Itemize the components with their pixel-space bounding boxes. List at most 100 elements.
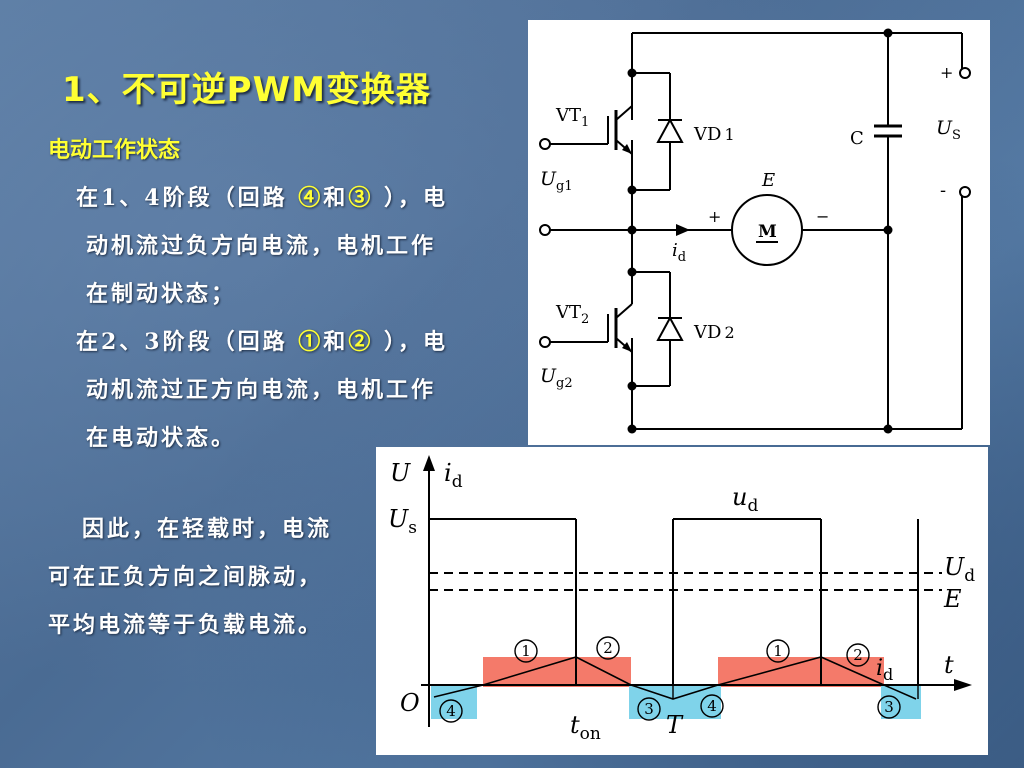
ud-main: U — [944, 553, 965, 581]
region-negative — [881, 684, 921, 719]
ug1-sub: g1 — [556, 179, 573, 194]
vd2-triangle — [656, 315, 684, 341]
ton-main: t — [570, 711, 580, 739]
motor-label: M — [758, 222, 777, 242]
ud-sub: d — [964, 566, 975, 586]
circle-4-text: 4 — [446, 702, 456, 720]
junction-dot — [627, 68, 637, 78]
text-segment: 和 — [323, 329, 349, 355]
ud-sub: d — [747, 496, 758, 516]
ug1-main: U — [540, 168, 557, 190]
circle-3-text: 3 — [644, 700, 654, 718]
circle-2-text: 2 — [853, 646, 863, 664]
us-sub: s — [408, 518, 417, 538]
id-label: id — [672, 240, 686, 265]
id-sub: d — [883, 665, 893, 684]
terminal-minus — [959, 186, 971, 198]
paragraph-line: 在电动状态。 — [86, 425, 237, 451]
vd2-sub: 2 — [724, 323, 734, 342]
paragraph-line: 动机流过正方向电流，电机工作 — [86, 377, 437, 403]
text-segment: 和 — [323, 185, 349, 211]
loop-ref-4: ④ — [298, 185, 324, 211]
us-main: U — [388, 505, 409, 533]
circle-3-text: 3 — [884, 698, 894, 716]
text-segment: 在2、3阶段（回路 — [76, 329, 299, 355]
paragraph-line: 平均电流等于负载电流。 — [48, 612, 324, 638]
period-label: T — [666, 711, 684, 739]
region-positive — [483, 657, 631, 687]
us-level-label: Us — [388, 505, 417, 538]
circle-1 — [766, 639, 790, 663]
junction-dot — [627, 185, 637, 195]
gate1-terminal — [539, 138, 551, 150]
junction-dot — [883, 225, 893, 235]
circle-1-text: 1 — [521, 642, 531, 660]
paragraph-line: 在1、4阶段（回路 ④和③ ），电 — [76, 174, 448, 222]
vt2-arrow — [622, 342, 632, 352]
loop-ref-3: ③ — [348, 185, 374, 211]
circle-2 — [846, 643, 870, 667]
vt1-main: VT — [555, 105, 581, 126]
waveform-diagram: 1 2 1 2 4 3 4 3 U id Us ud Ud E t O ton … — [376, 447, 988, 755]
text-segment: ），电 — [373, 329, 448, 355]
section-heading: 电动工作状态 — [48, 138, 181, 163]
slide-title: 1、不可逆PWM变换器 — [62, 70, 431, 110]
vd1-triangle — [656, 117, 684, 143]
ug1-label: Ug1 — [540, 168, 573, 194]
junction-dot — [883, 424, 893, 434]
ton-sub: on — [580, 724, 601, 744]
paragraph-line: 动机流过负方向电流，电机工作 — [86, 233, 437, 259]
circle-4 — [700, 694, 724, 718]
junction-dot — [627, 267, 637, 277]
y-axis-label-id: id — [444, 459, 463, 492]
ud-wave-label: ud — [732, 483, 758, 516]
circle-2 — [596, 636, 620, 660]
circle-4 — [439, 699, 463, 723]
vt1-label: VT1 — [555, 105, 589, 130]
circle-4-text: 4 — [707, 697, 717, 715]
t-axis-label: t — [944, 651, 954, 679]
text-segment: ），电 — [373, 185, 448, 211]
us-sub: S — [952, 128, 961, 143]
t-axis-arrow — [954, 679, 972, 691]
id-main: i — [876, 656, 883, 681]
ug2-main: U — [540, 365, 557, 387]
terminal-plus — [959, 67, 971, 79]
vt2-label: VT2 — [555, 302, 589, 327]
motor-minus-label: − — [816, 207, 829, 226]
paragraph-motoring: 在2、3阶段（回路 ①和② ），电 动机流过正方向电流，电机工作 在电动状态。 — [76, 318, 448, 462]
emf-label: E — [761, 170, 775, 191]
circle-2-text: 2 — [603, 639, 613, 657]
paragraph-line: 在2、3阶段（回路 ①和② ），电 — [76, 318, 448, 366]
circle-1 — [514, 639, 538, 663]
origin-label: O — [400, 689, 420, 717]
junction-dot — [883, 28, 893, 38]
vd1-main: VD — [693, 124, 721, 145]
us-main: U — [936, 117, 953, 139]
vt1-sub: 1 — [581, 115, 589, 130]
y-axis-label-u: U — [390, 459, 411, 487]
id-arrow — [676, 224, 690, 236]
ud-main: u — [732, 483, 747, 511]
terminal-minus-label: - — [940, 180, 946, 201]
loop-ref-1: ① — [298, 329, 324, 355]
id-sub: d — [452, 472, 463, 492]
ug2-label: Ug2 — [540, 365, 573, 391]
paragraph-braking: 在1、4阶段（回路 ④和③ ），电 动机流过负方向电流，电机工作 在制动状态； — [76, 174, 448, 318]
junction-dot — [627, 381, 637, 391]
id-sub: d — [678, 250, 686, 265]
vt2-main: VT — [555, 302, 581, 323]
junction-dot — [627, 424, 637, 434]
ton-label: ton — [570, 711, 601, 744]
gate2-terminal — [539, 336, 551, 348]
ud-average-label: Ud — [944, 553, 975, 586]
motor-circle — [731, 194, 803, 266]
vd2-main: VD — [693, 322, 721, 343]
vd1-sub: 1 — [724, 125, 734, 144]
paragraph-line: 可在正负方向之间脉动， — [48, 564, 324, 590]
emf-level-label: E — [943, 585, 962, 613]
